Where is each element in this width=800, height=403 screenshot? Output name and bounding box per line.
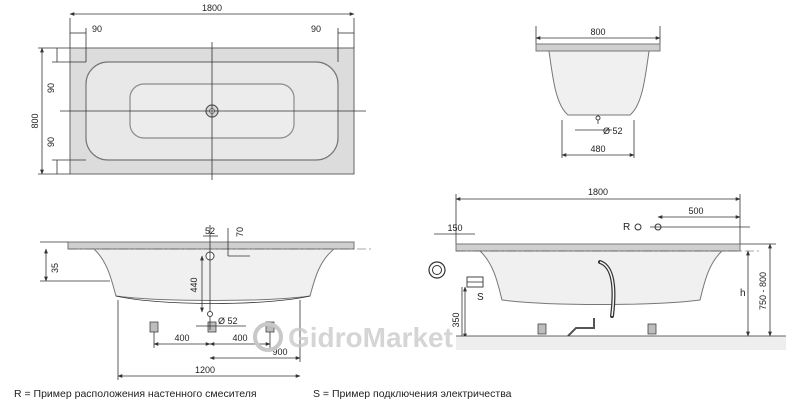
top-margin-left-label: 90	[92, 24, 102, 34]
side-dim-35-label: 35	[50, 263, 60, 273]
side-dim-900-label: 900	[272, 347, 287, 357]
install-mixer-icon	[634, 223, 642, 231]
side-leg-1	[149, 321, 159, 333]
end-base-label: 480	[590, 144, 605, 154]
top-view: 1800 90 90 800 90 90	[30, 3, 366, 180]
install-dim-150-label: 150	[447, 223, 462, 233]
side-dim-1200-label: 1200	[195, 365, 215, 375]
top-margin-bottom-label: 90	[46, 137, 56, 147]
install-floor	[456, 336, 786, 350]
end-width-label: 800	[590, 27, 605, 37]
side-leg-2	[207, 321, 217, 333]
top-margin-top-label: 90	[46, 83, 56, 93]
side-dim-400-left-label: 400	[174, 333, 189, 343]
install-r-label: R	[623, 222, 630, 233]
install-view: 1800 R 500 150 S 350 h 750 - 800	[428, 187, 786, 350]
install-length-label: 1800	[588, 187, 608, 197]
top-width-label: 800	[30, 113, 40, 128]
end-view-rim	[535, 43, 661, 52]
install-h-label: h	[740, 288, 746, 299]
watermark-text: GidroMarket	[288, 322, 453, 353]
side-drain-label: Ø 52	[218, 316, 238, 326]
end-view-drain	[595, 115, 601, 121]
install-view-rim	[455, 243, 741, 252]
side-view: 52 70 35 440 Ø 52 400 400 900 1200	[40, 225, 372, 380]
install-dim-500-label: 500	[688, 206, 703, 216]
side-dim-400-right-label: 400	[232, 333, 247, 343]
install-dim-350-label: 350	[451, 312, 461, 327]
s-note: S = Пример подключения электричества	[313, 388, 512, 400]
side-view-basin	[92, 248, 336, 301]
install-leg-2	[647, 323, 657, 335]
install-siphon	[567, 318, 595, 337]
end-drain-label: Ø 52	[603, 126, 623, 136]
top-margin-right-label: 90	[311, 24, 321, 34]
end-view-basin	[548, 50, 650, 116]
watermark-logo-icon	[253, 322, 283, 352]
install-height-range-label: 750 - 800	[758, 272, 768, 310]
end-view: 800 Ø 52 480	[535, 26, 661, 158]
side-view-rim	[67, 241, 355, 250]
r-note: R = Пример расположения настенного смеси…	[14, 388, 257, 400]
side-dim-440-label: 440	[189, 277, 199, 292]
install-leg-1	[537, 323, 547, 335]
top-length-label: 1800	[202, 3, 222, 13]
side-drain	[207, 311, 213, 317]
install-s-label: S	[477, 292, 484, 303]
side-dim-70-label: 70	[235, 227, 245, 237]
side-dim-52-label: 52	[205, 226, 215, 236]
watermark: GidroMarket	[253, 322, 453, 353]
install-view-basin	[478, 250, 724, 305]
